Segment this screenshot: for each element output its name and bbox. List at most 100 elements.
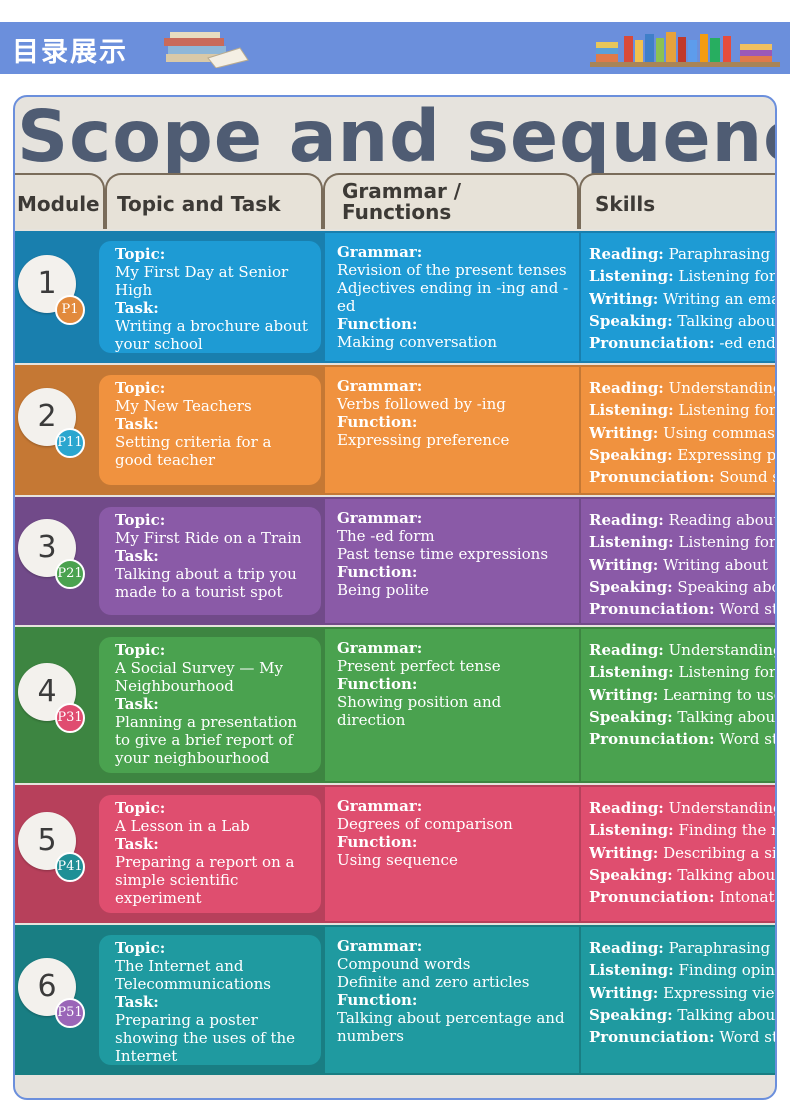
reading-text: Paraphrasing xyxy=(668,939,771,957)
writing-line: Writing: Using commas xyxy=(589,422,775,444)
grammar-text-1: The -ed form xyxy=(337,527,435,545)
task-label: Task: xyxy=(115,547,159,565)
topic-label: Topic: xyxy=(115,379,166,397)
grammar-text-2: Adjectives ending in -ing and -ed xyxy=(337,279,569,315)
pronunciation-text: -ed ending xyxy=(719,334,776,353)
grammar-text-1: Verbs followed by -ing xyxy=(337,395,506,413)
topic-cell: Topic: A Lesson in a Lab Task: Preparing… xyxy=(115,799,311,907)
header-banner: 目录展示 xyxy=(0,22,790,74)
writing-text: Using commas xyxy=(663,423,775,442)
header-grammar: Grammar / Functions xyxy=(323,173,579,229)
module-row-5: 5 P41 Topic: A Lesson in a Lab Task: Pre… xyxy=(15,785,777,923)
speaking-line: Speaking: Talking about di xyxy=(589,310,777,332)
skills-cell: Reading: Reading about Listening: Listen… xyxy=(589,509,777,620)
speaking-text: Speaking about xyxy=(677,577,775,596)
speaking-label: Speaking: xyxy=(589,865,673,884)
function-text: Talking about percentage and numbers xyxy=(337,1009,565,1045)
module-row-6: 6 P51 Topic: The Internet and Telecommun… xyxy=(15,925,777,1075)
speaking-label: Speaking: xyxy=(589,577,673,596)
task-text: Writing a brochure about your school xyxy=(115,317,308,353)
grammar-cell: Grammar: Verbs followed by -ing Function… xyxy=(337,377,569,449)
scope-title: Scope and sequenc xyxy=(17,95,777,178)
grammar-label: Grammar: xyxy=(337,243,423,261)
topic-text: A Social Survey — My Neighbourhood xyxy=(115,659,283,695)
header-topic: Topic and Task xyxy=(105,173,323,229)
grammar-label: Grammar: xyxy=(337,377,423,395)
listening-text: Listening for xyxy=(678,533,777,552)
function-label: Function: xyxy=(337,315,418,333)
task-text: Talking about a trip you made to a touri… xyxy=(115,565,297,601)
speaking-line: Speaking: Talking about nu xyxy=(589,864,775,886)
speaking-line: Speaking: Talking about xyxy=(589,706,775,728)
reading-label: Reading: xyxy=(589,245,664,263)
grammar-label: Grammar: xyxy=(337,639,423,657)
pronunciation-line: Pronunciation: Sound stre xyxy=(589,466,775,488)
grammar-box xyxy=(325,927,579,1073)
header-topic-label: Topic and Task xyxy=(117,192,281,216)
grammar-cell: Grammar: Revision of the present tenses … xyxy=(337,243,569,351)
pronunciation-text: Word stres xyxy=(719,1028,777,1047)
grammar-text-2: Definite and zero articles xyxy=(337,973,530,991)
listening-label: Listening: xyxy=(589,533,674,552)
skills-cell: Reading: Understanding h Listening: List… xyxy=(589,639,777,750)
grammar-box xyxy=(325,787,579,921)
topic-box xyxy=(99,241,321,353)
pronunciation-line: Pronunciation: Word stres xyxy=(589,728,775,750)
topic-label: Topic: xyxy=(115,641,166,659)
topic-text: My First Ride on a Train xyxy=(115,529,302,547)
pronunciation-label: Pronunciation: xyxy=(589,888,715,907)
pronunciation-label: Pronunciation: xyxy=(589,600,715,619)
task-label: Task: xyxy=(115,299,159,317)
speaking-label: Speaking: xyxy=(589,707,673,726)
pronunciation-text: Sound stre xyxy=(719,468,775,487)
speaking-line: Speaking: Talking about adva xyxy=(589,1004,777,1026)
writing-line: Writing: Learning to use a xyxy=(589,684,775,706)
skills-cell: Reading: Paraphrasing Listening: Finding… xyxy=(589,937,777,1048)
task-text: Planning a presentation to give a brief … xyxy=(115,713,298,767)
writing-text: Writing about xyxy=(663,555,768,574)
topic-cell: Topic: A Social Survey — My Neighbourhoo… xyxy=(115,641,311,767)
speaking-text: Talking about adva xyxy=(677,1005,777,1024)
writing-label: Writing: xyxy=(589,289,659,308)
writing-text: Learning to use a xyxy=(663,685,775,704)
task-text: Setting criteria for a good teacher xyxy=(115,433,272,469)
pronunciation-label: Pronunciation: xyxy=(589,334,715,353)
page-badge: P31 xyxy=(55,703,85,733)
function-text: Showing position and direction xyxy=(337,693,502,729)
listening-text: Listening for xyxy=(678,663,777,682)
header-grammar-label: Grammar / Functions xyxy=(342,181,461,223)
pronunciation-line: Pronunciation: Word stres xyxy=(589,1026,777,1048)
reading-label: Reading: xyxy=(589,939,664,957)
reading-line: Reading: Reading about xyxy=(589,509,775,531)
speaking-text: Expressing pref xyxy=(677,445,777,464)
grammar-cell: Grammar: Present perfect tense Function:… xyxy=(337,639,569,729)
speaking-label: Speaking: xyxy=(589,445,673,464)
listening-text: Listening for sp xyxy=(678,401,777,420)
grammar-text-1: Revision of the present tenses xyxy=(337,261,567,279)
reading-label: Reading: xyxy=(589,379,664,397)
reading-text: Paraphrasing and r xyxy=(668,245,775,263)
topic-text: My New Teachers xyxy=(115,397,252,415)
topic-label: Topic: xyxy=(115,799,166,817)
reading-text: Understanding a sc xyxy=(668,799,777,817)
reading-line: Reading: Paraphrasing and r xyxy=(589,243,775,265)
task-label: Task: xyxy=(115,415,159,433)
page-badge: P1 xyxy=(55,295,85,325)
skills-cell: Reading: Understanding h Listening: List… xyxy=(589,377,777,488)
listening-line: Listening: Finding opinions xyxy=(589,959,775,981)
header-grammar-line1: Grammar / xyxy=(342,179,462,203)
speaking-line: Speaking: Expressing pref xyxy=(589,444,777,466)
pronunciation-label: Pronunciation: xyxy=(589,730,715,749)
topic-box xyxy=(99,637,321,773)
function-label: Function: xyxy=(337,563,418,581)
topic-text: A Lesson in a Lab xyxy=(115,817,250,835)
speaking-label: Speaking: xyxy=(589,311,673,330)
pronunciation-label: Pronunciation: xyxy=(589,1028,715,1047)
listening-label: Listening: xyxy=(589,821,674,840)
books-icon xyxy=(164,32,249,68)
listening-line: Listening: Listening for xyxy=(589,531,777,553)
speaking-text: Talking about di xyxy=(677,311,777,330)
module-row-1: 1 P1 Topic: My First Day at Senior High … xyxy=(15,231,777,363)
pronunciation-label: Pronunciation: xyxy=(589,468,715,487)
grammar-box xyxy=(325,367,579,493)
